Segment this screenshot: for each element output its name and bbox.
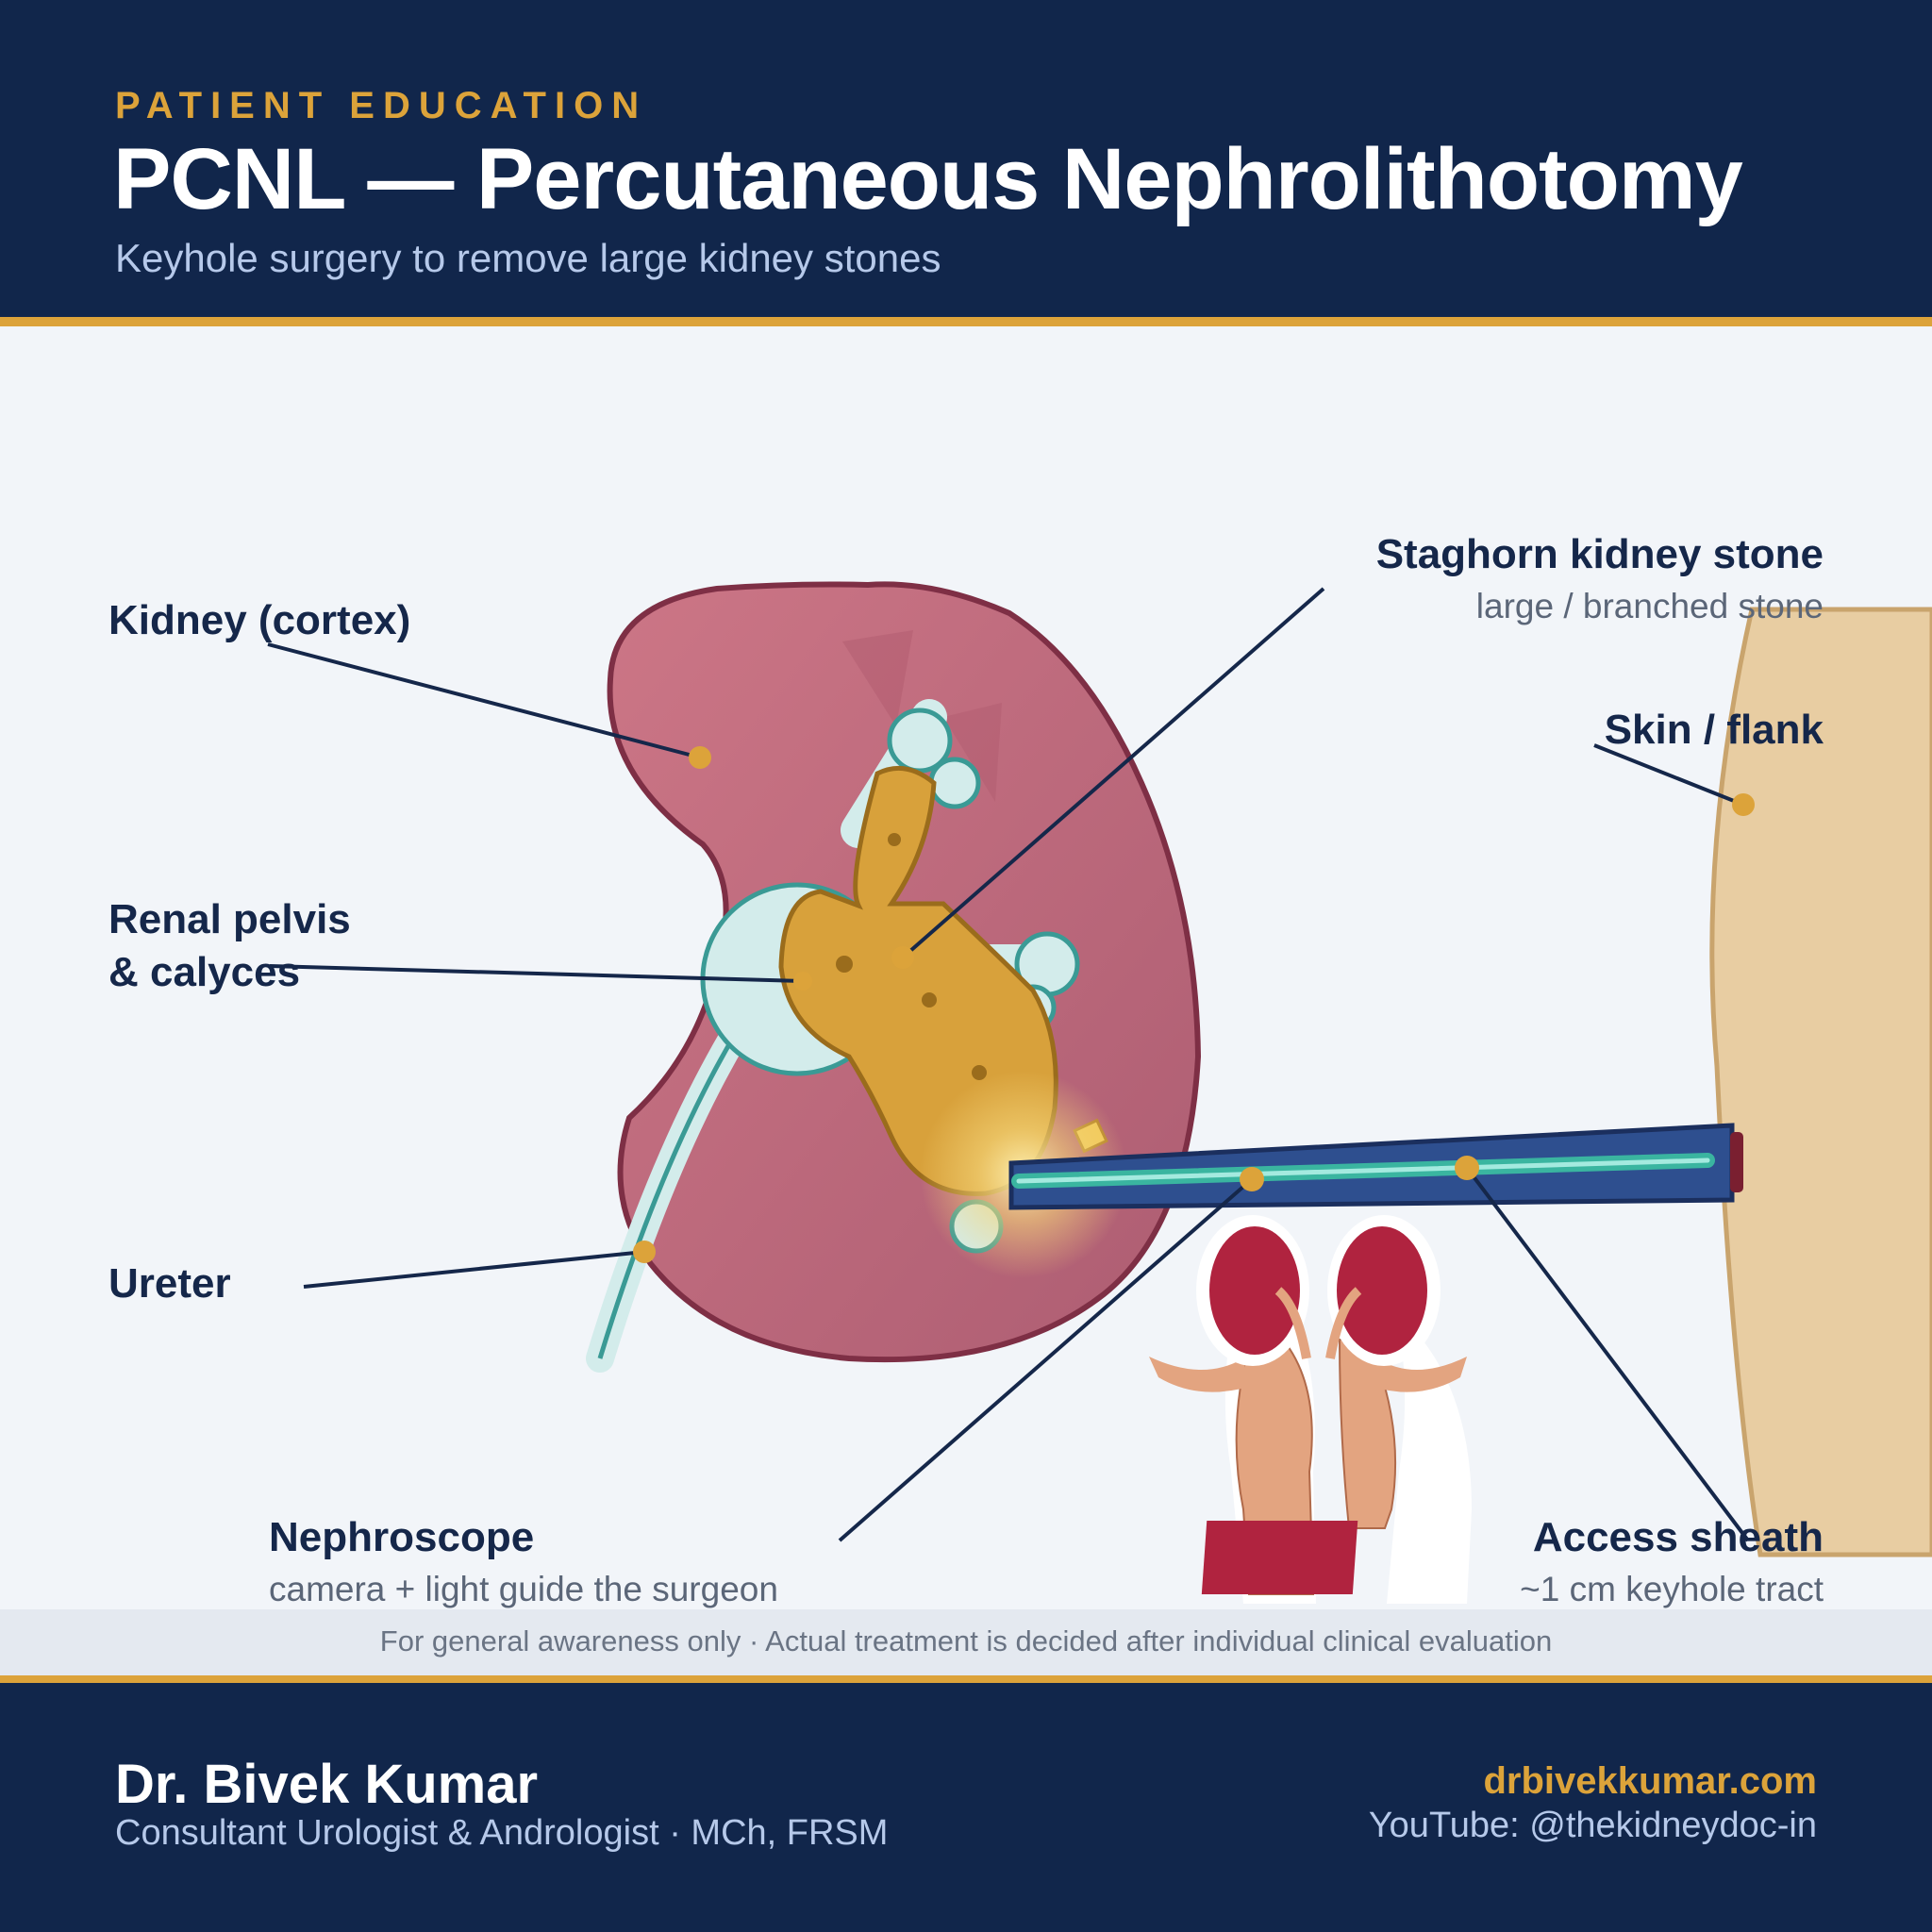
label-renal-pelvis: Renal pelvis <box>108 896 351 942</box>
leader-line-skin <box>1593 743 1744 807</box>
medullary-pyramid <box>842 630 913 726</box>
stone-speck <box>972 1065 987 1080</box>
stone-speck <box>888 833 901 846</box>
youtube-handle[interactable]: YouTube: @thekidneydoc-in <box>1368 1806 1817 1845</box>
medullary-pyramid <box>943 703 1002 802</box>
stone-speck <box>922 992 937 1008</box>
hands-holding-kidneys-icon <box>1149 1215 1472 1604</box>
label-staghorn-stone-sub: large / branched stone <box>1475 587 1824 625</box>
pcnl-illustration <box>267 581 1932 1604</box>
header-divider <box>0 317 1932 326</box>
calyx <box>887 708 953 774</box>
footer-divider <box>0 1675 1932 1683</box>
label-staghorn-stone: Staghorn kidney stone <box>1375 531 1824 577</box>
label-access-sheath: Access sheath <box>1532 1514 1824 1560</box>
label-nephroscope-sub: camera + light guide the surgeon <box>269 1570 778 1608</box>
page-subtitle: Keyhole surgery to remove large kidney s… <box>115 236 941 280</box>
skin-flank <box>1709 607 1932 1557</box>
leader-line-pelvis <box>269 964 804 983</box>
doctor-name: Dr. Bivek Kumar <box>115 1754 539 1815</box>
footer-banner <box>0 1683 1932 1932</box>
calyx <box>928 757 981 809</box>
doctor-credentials: Consultant Urologist & Andrologist · MCh… <box>115 1813 889 1853</box>
disclaimer-bar <box>0 1609 1932 1675</box>
leader-lines <box>267 587 1750 1542</box>
website-link[interactable]: drbivekkumar.com <box>1483 1760 1818 1802</box>
leader-line-ureter <box>303 1250 645 1289</box>
label-ureter: Ureter <box>108 1260 231 1307</box>
leader-line-stone <box>901 587 1325 959</box>
ureter-lumen <box>597 1031 739 1359</box>
label-kidney-cortex: Kidney (cortex) <box>108 597 411 643</box>
leader-line-kidney <box>267 642 701 759</box>
callout-dots <box>633 746 1755 1263</box>
leader-line-sheath <box>1465 1166 1750 1542</box>
sheath-handle <box>1730 1132 1743 1192</box>
header-banner <box>0 0 1932 317</box>
stone-speck <box>836 956 853 973</box>
page-title: PCNL — Percutaneous Nephrolithotomy <box>113 131 1743 227</box>
eyebrow-text: PATIENT EDUCATION <box>115 85 648 126</box>
label-skin-flank: Skin / flank <box>1604 707 1824 753</box>
nephroscope-light <box>1016 1158 1710 1184</box>
label-calyces: & calyces <box>108 949 301 995</box>
label-access-sheath-sub: ~1 cm keyhole tract <box>1520 1570 1824 1608</box>
leader-line-nephroscope <box>838 1177 1254 1542</box>
disclaimer-text: For general awareness only · Actual trea… <box>379 1624 1553 1657</box>
label-nephroscope: Nephroscope <box>269 1514 535 1560</box>
